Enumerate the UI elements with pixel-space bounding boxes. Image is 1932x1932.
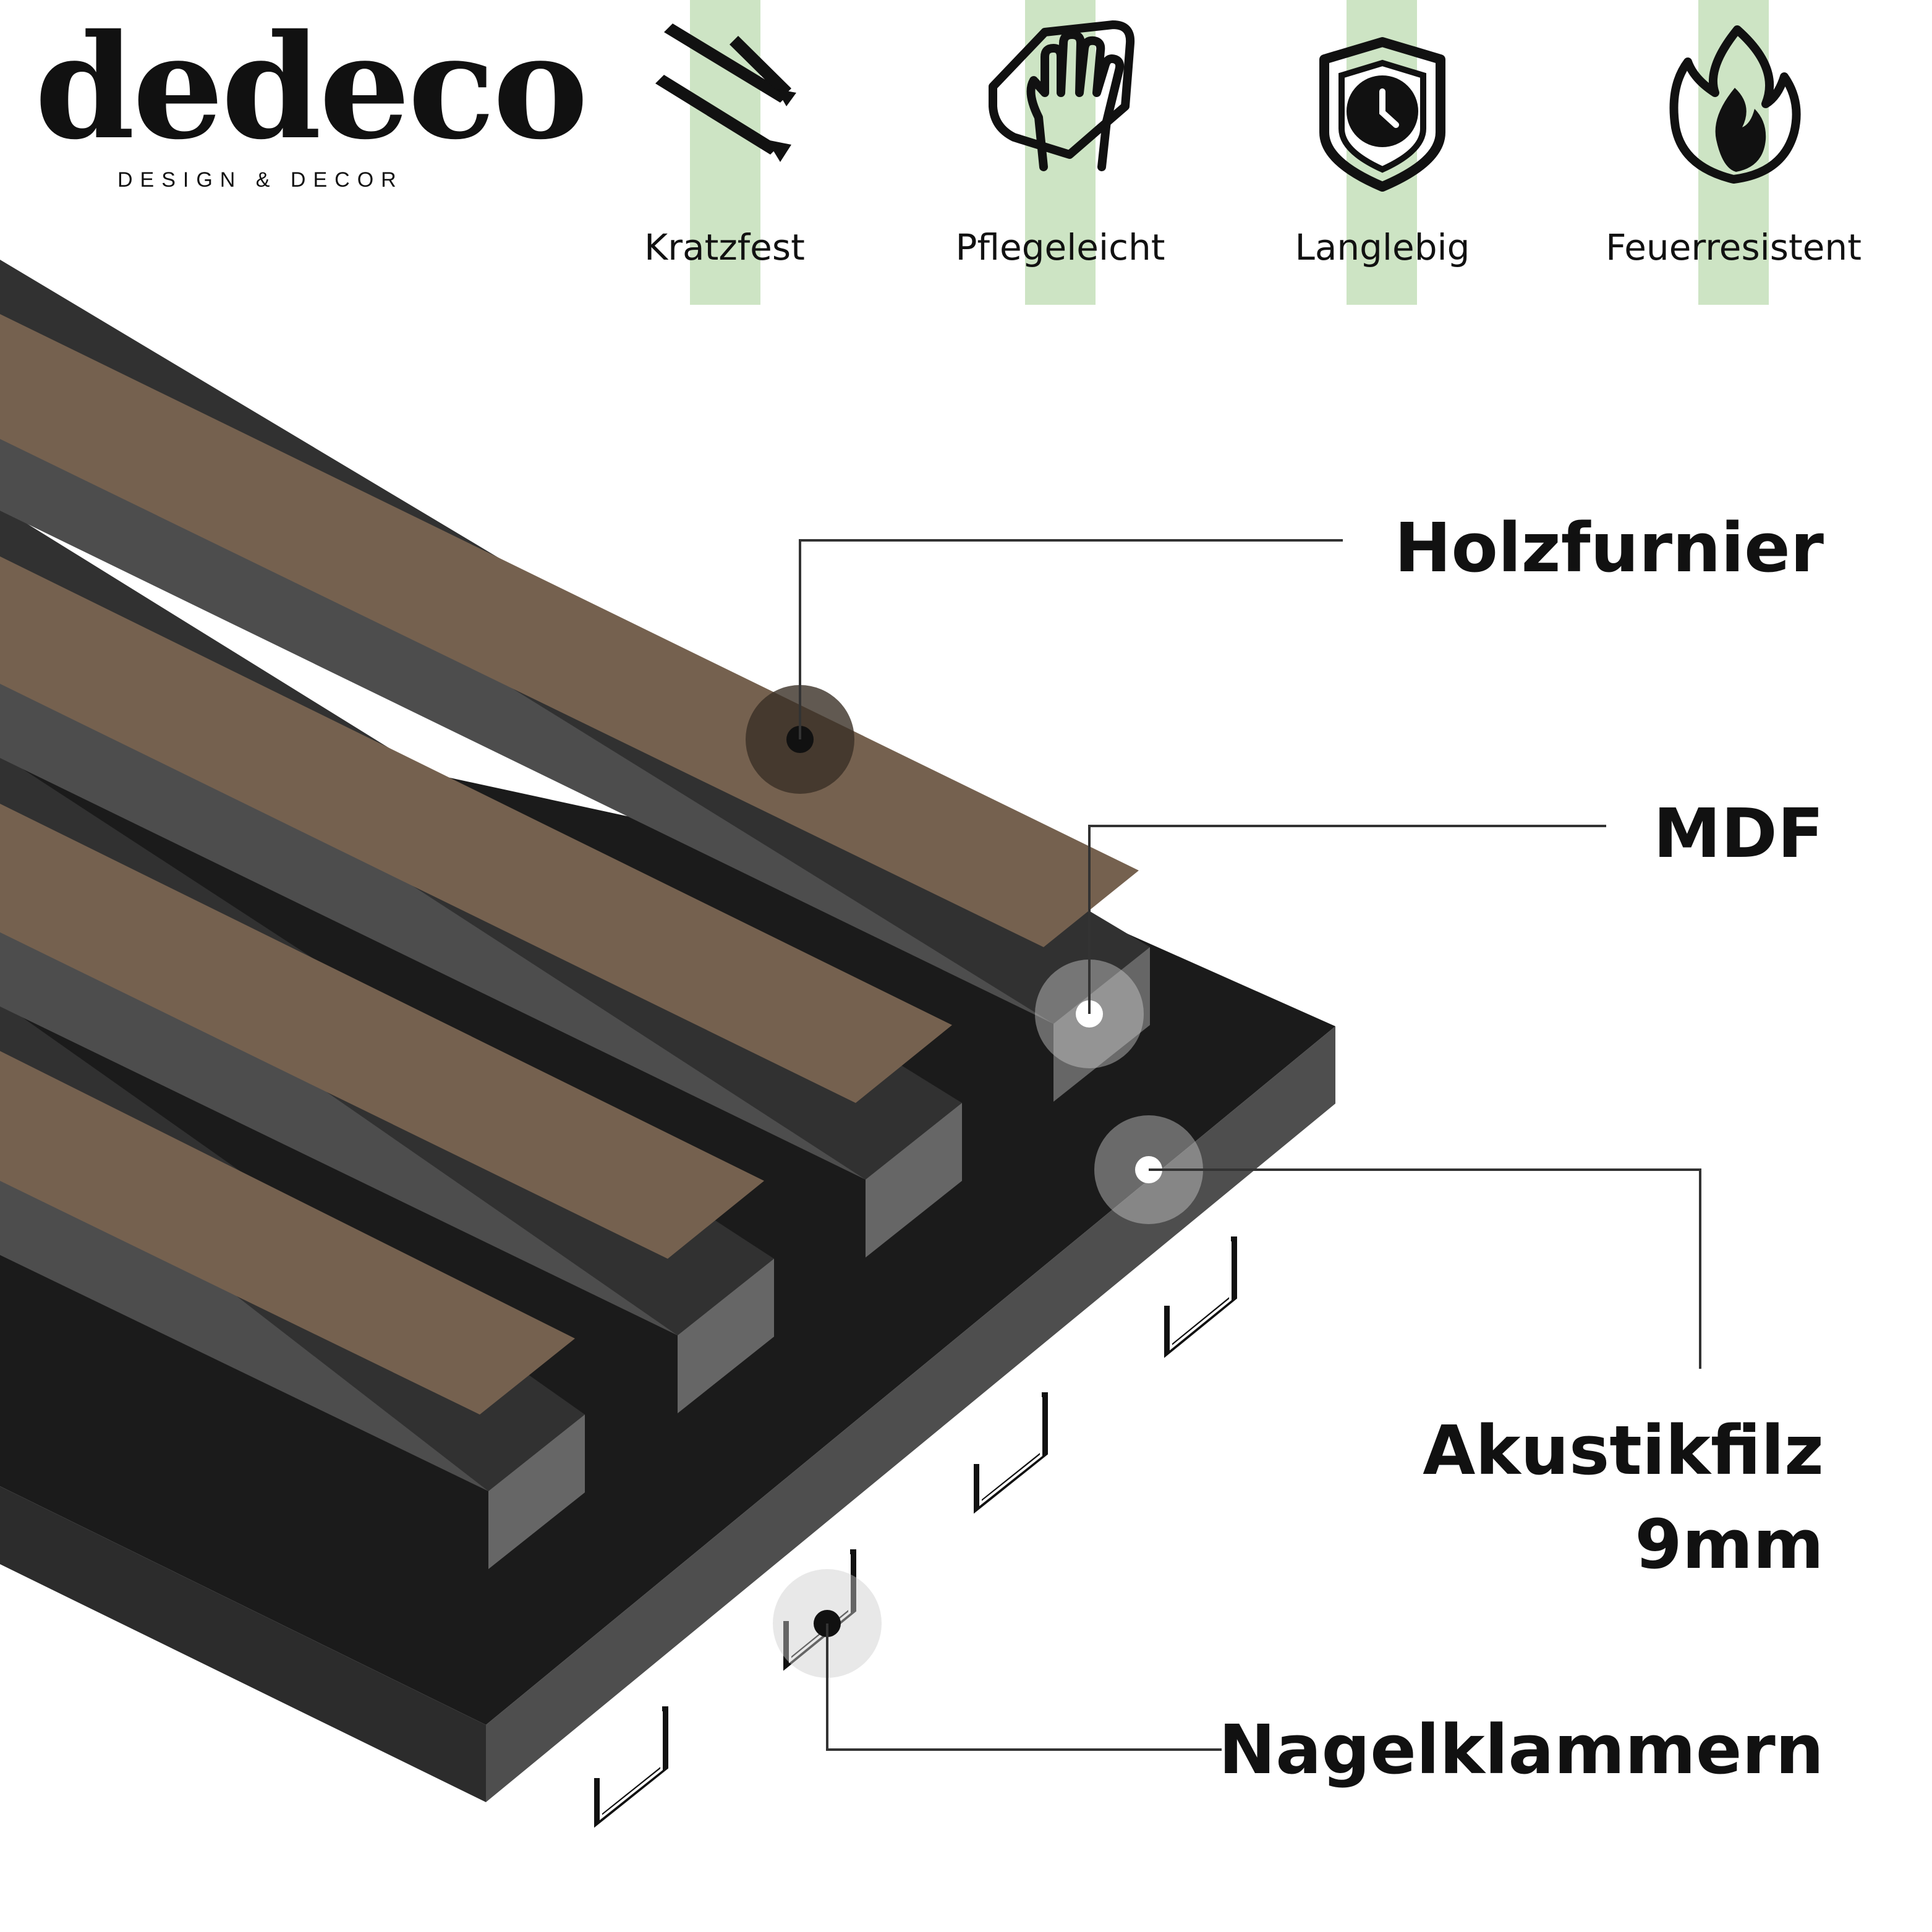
callout-label-veneer: Holzfurnier [1394, 508, 1824, 587]
mdf-slat-end [488, 1415, 585, 1569]
wood-veneer-strip [0, 1051, 575, 1415]
brand-logo: dedeco DESIGN & DECOR [35, 2, 589, 192]
callout-veneer: Holzfurnier [746, 508, 1824, 794]
shield-clock-icon [1319, 37, 1445, 192]
flame-icon [1669, 25, 1801, 184]
wiping-hand-icon [989, 20, 1135, 171]
acoustic-panel-illustration [0, 260, 1335, 1828]
callout-label-felt-thickness: 9mm [1635, 1505, 1824, 1584]
callout-mdf: MDF [1035, 794, 1824, 1068]
felt-base-front [0, 1486, 486, 1802]
callout-label-staples: Nagelklammern [1219, 1710, 1824, 1789]
wood-veneer-strip [0, 314, 1139, 947]
scratch-marks-icon [655, 23, 796, 162]
leader-line [1088, 825, 1606, 1014]
feature-label-pflegeleicht: Pflegeleicht [956, 226, 1165, 268]
feature-label-kratzfest: Kratzfest [644, 226, 805, 268]
callouts: Holzfurnier MDF Akustikfilz 9mm Nagelkla… [746, 508, 1824, 1789]
mdf-slat-end [678, 1259, 774, 1413]
callout-staples: Nagelklammern [773, 1569, 1824, 1789]
staple-icon [600, 1241, 1232, 1821]
callout-label-felt: Akustikfilz [1423, 1411, 1824, 1490]
mdf-slat-end [1053, 947, 1150, 1102]
mdf-slat-end [866, 1103, 962, 1258]
wood-veneer-strip [0, 804, 764, 1259]
brand-tagline: DESIGN & DECOR [117, 168, 404, 192]
leader-line [826, 1623, 1222, 1751]
callout-felt: Akustikfilz 9mm [1094, 1115, 1824, 1584]
felt-base-end [486, 1026, 1335, 1802]
wood-veneer-strip [0, 556, 952, 1103]
leader-line [799, 539, 1343, 739]
feature-label-feuerresistent: Feuerresistent [1606, 226, 1862, 268]
callout-label-mdf: MDF [1653, 794, 1824, 873]
feature-row: Kratzfest Pflegeleicht Langlebig Feuerre… [644, 0, 1862, 305]
leader-line [1149, 1168, 1701, 1369]
feature-label-langlebig: Langlebig [1295, 226, 1470, 268]
brand-name: dedeco [35, 2, 586, 171]
